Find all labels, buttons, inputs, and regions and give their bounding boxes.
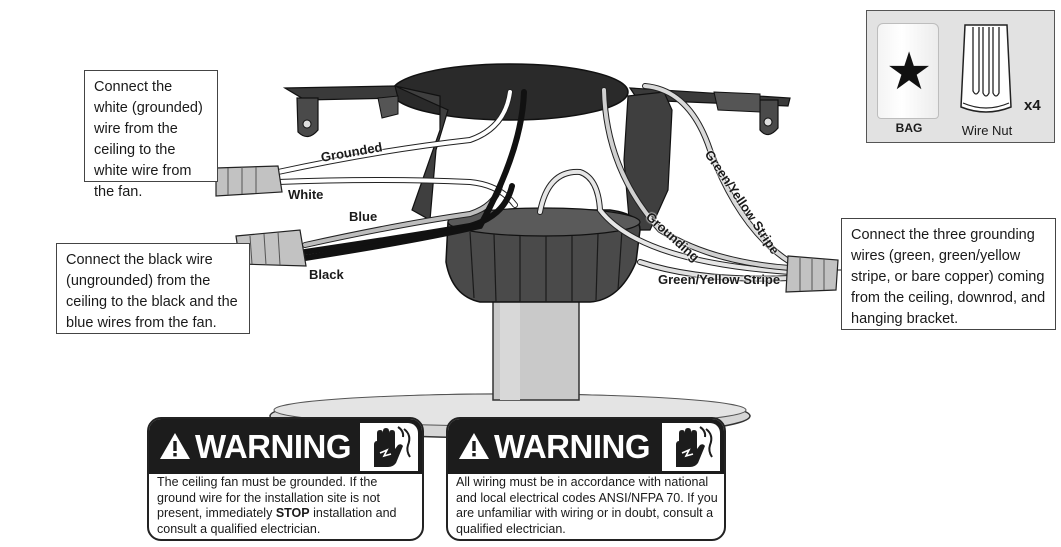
warning-triangle-icon: [459, 433, 489, 459]
hardware-kit-box: ★ BAG Wire Nut x4: [866, 10, 1055, 143]
wire-nut-black: [235, 229, 307, 267]
warning-text: The ceiling fan must be grounded. If the…: [157, 475, 416, 537]
callout-white-wire: Connect the white (grounded) wire from t…: [84, 70, 218, 200]
wire-nut-ground: [785, 255, 839, 293]
bag-label: BAG: [895, 121, 923, 135]
warning-title: WARNING: [195, 428, 352, 465]
bag-icon: ★: [877, 23, 939, 119]
star-icon: ★: [885, 43, 933, 101]
wire-nut-white: [215, 165, 283, 197]
warning-electrical-codes: WARNING All wiring must be in accordance…: [446, 417, 726, 541]
label-green-yellow-stripe-horizontal: Green/Yellow Stripe: [658, 272, 781, 287]
warning-triangle-icon: [160, 433, 190, 459]
warning-text-stop: STOP: [275, 506, 310, 520]
wires: [217, 83, 842, 282]
warning-text-part: The ceiling fan must be grounded. If the…: [157, 475, 381, 520]
wire-nut-quantity: x4: [1024, 97, 1041, 114]
callout-black-wire: Connect the black wire (ungrounded) from…: [56, 243, 250, 334]
shock-hazard-icon: [360, 423, 418, 471]
label-blue-wire: Blue: [349, 209, 378, 224]
warning-header: WARNING: [149, 419, 422, 474]
wire-nut-icon: [960, 24, 1012, 113]
warning-text-part: installation and consult a qualified ele…: [157, 506, 397, 536]
downrod: [492, 289, 580, 401]
shock-hazard-icon: [662, 423, 720, 471]
callout-grounding-wires: Connect the three grounding wires (green…: [841, 218, 1056, 330]
label-white-wire: White: [288, 187, 324, 202]
warning-grounding: WARNING The ceiling fan must be grounded…: [147, 417, 424, 541]
warning-title: WARNING: [494, 428, 651, 465]
wire-nut-label: Wire Nut: [961, 123, 1013, 138]
label-black-wire: Black: [309, 267, 344, 282]
warning-header: WARNING: [448, 419, 724, 474]
hanging-bracket-left: [282, 85, 449, 221]
warning-text: All wiring must be in accordance with na…: [456, 475, 718, 536]
